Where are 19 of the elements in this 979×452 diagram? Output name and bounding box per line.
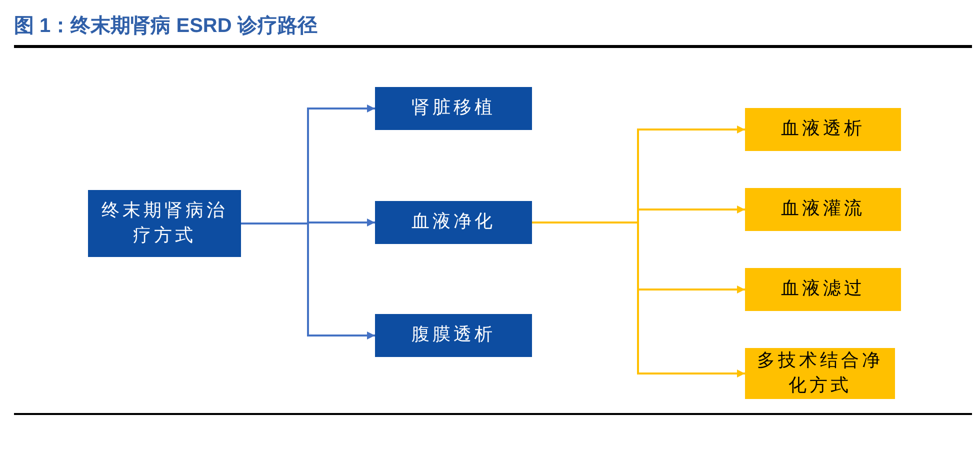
process-box	[745, 108, 901, 151]
process-box	[745, 268, 901, 311]
process-box	[375, 314, 532, 357]
box-label: 血液净化	[412, 210, 496, 234]
figure-title: 图 1：终末期肾病 ESRD 诊疗路径	[14, 14, 318, 39]
process-box	[375, 87, 532, 130]
process-box	[375, 201, 532, 244]
box-label: 多技术结合净化方式	[756, 349, 884, 398]
box-label: 终末期肾病治疗方式	[100, 199, 228, 248]
connector-arrow	[532, 222, 745, 378]
box-label: 血液透析	[781, 117, 865, 142]
box-label: 肾脏移植	[412, 96, 496, 120]
process-box	[745, 348, 895, 399]
box-label: 血液滤过	[781, 277, 865, 302]
process-box	[745, 188, 901, 231]
process-box	[88, 190, 241, 257]
box-label: 腹膜透析	[412, 323, 496, 348]
box-label: 血液灌流	[781, 197, 865, 222]
connector-arrow	[241, 222, 375, 340]
